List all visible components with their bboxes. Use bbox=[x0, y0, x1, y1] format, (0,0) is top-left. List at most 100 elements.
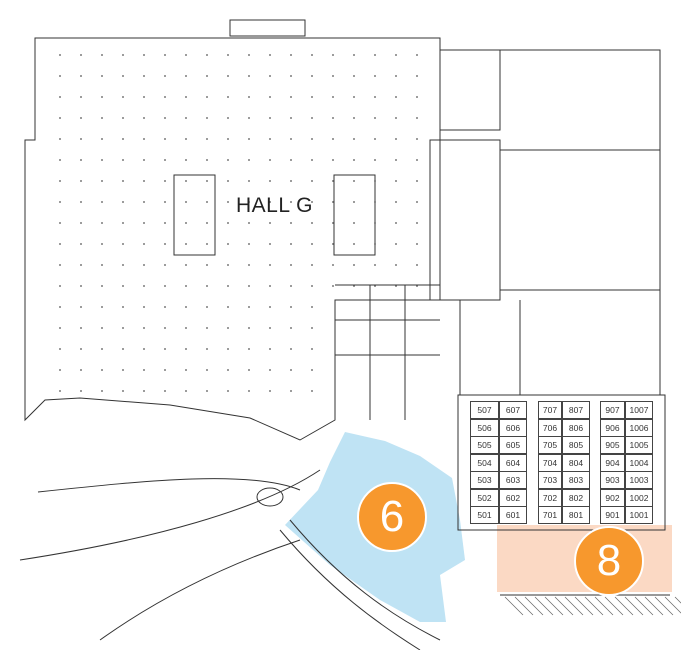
column-dot bbox=[206, 75, 208, 77]
room-1004[interactable]: 1004 bbox=[625, 453, 653, 472]
column-dot bbox=[290, 54, 292, 56]
column-dot bbox=[143, 75, 145, 77]
column-dot bbox=[416, 138, 418, 140]
room-501[interactable]: 501 bbox=[470, 506, 499, 524]
column-dot bbox=[353, 201, 355, 203]
column-dot bbox=[143, 54, 145, 56]
column-dot bbox=[164, 159, 166, 161]
column-dot bbox=[395, 180, 397, 182]
room-1006[interactable]: 1006 bbox=[625, 418, 653, 437]
room-906[interactable]: 906 bbox=[600, 418, 625, 437]
column-dot bbox=[122, 306, 124, 308]
column-dot bbox=[311, 327, 313, 329]
column-dot bbox=[248, 306, 250, 308]
room-507[interactable]: 507 bbox=[470, 401, 499, 419]
column-dot bbox=[59, 96, 61, 98]
column-dot bbox=[269, 369, 271, 371]
column-dot bbox=[269, 327, 271, 329]
room-1007[interactable]: 1007 bbox=[625, 401, 653, 419]
room-505[interactable]: 505 bbox=[470, 436, 499, 454]
column-dot bbox=[290, 180, 292, 182]
room-503[interactable]: 503 bbox=[470, 471, 499, 489]
room-703[interactable]: 703 bbox=[538, 471, 562, 489]
column-dot bbox=[227, 201, 229, 203]
room-601[interactable]: 601 bbox=[499, 506, 527, 524]
column-dot bbox=[122, 285, 124, 287]
column-dot bbox=[80, 159, 82, 161]
room-902[interactable]: 902 bbox=[600, 488, 625, 507]
column-dot bbox=[164, 243, 166, 245]
column-dot bbox=[101, 159, 103, 161]
column-dot bbox=[164, 348, 166, 350]
column-dot bbox=[206, 390, 208, 392]
column-dot bbox=[248, 138, 250, 140]
column-dot bbox=[248, 369, 250, 371]
room-806[interactable]: 806 bbox=[562, 418, 590, 437]
room-801[interactable]: 801 bbox=[562, 506, 590, 524]
room-604[interactable]: 604 bbox=[499, 453, 527, 472]
room-504[interactable]: 504 bbox=[470, 453, 499, 472]
column-dot bbox=[185, 180, 187, 182]
column-dot bbox=[185, 117, 187, 119]
column-dot bbox=[143, 180, 145, 182]
column-dot bbox=[101, 285, 103, 287]
room-1005[interactable]: 1005 bbox=[625, 436, 653, 454]
column-dot bbox=[59, 243, 61, 245]
room-602[interactable]: 602 bbox=[499, 488, 527, 507]
zone-6-badge[interactable]: 6 bbox=[357, 482, 427, 552]
room-701[interactable]: 701 bbox=[538, 506, 562, 524]
room-904[interactable]: 904 bbox=[600, 453, 625, 472]
hatch-line bbox=[674, 596, 681, 604]
column-dot bbox=[206, 327, 208, 329]
room-802[interactable]: 802 bbox=[562, 488, 590, 507]
column-dot bbox=[332, 285, 334, 287]
column-dot bbox=[206, 222, 208, 224]
column-dot bbox=[395, 75, 397, 77]
room-704[interactable]: 704 bbox=[538, 453, 562, 472]
room-1003[interactable]: 1003 bbox=[625, 471, 653, 489]
column-dot bbox=[206, 348, 208, 350]
column-dot bbox=[290, 327, 292, 329]
room-907[interactable]: 907 bbox=[600, 401, 625, 419]
room-606[interactable]: 606 bbox=[499, 418, 527, 437]
column-dot bbox=[122, 390, 124, 392]
room-707[interactable]: 707 bbox=[538, 401, 562, 419]
room-804[interactable]: 804 bbox=[562, 453, 590, 472]
room-1002[interactable]: 1002 bbox=[625, 488, 653, 507]
room-506[interactable]: 506 bbox=[470, 418, 499, 437]
room-702[interactable]: 702 bbox=[538, 488, 562, 507]
column-dot bbox=[80, 180, 82, 182]
column-dot bbox=[143, 201, 145, 203]
room-603[interactable]: 603 bbox=[499, 471, 527, 489]
room-605[interactable]: 605 bbox=[499, 436, 527, 454]
column-dot bbox=[248, 159, 250, 161]
room-706[interactable]: 706 bbox=[538, 418, 562, 437]
room-805[interactable]: 805 bbox=[562, 436, 590, 454]
room-803[interactable]: 803 bbox=[562, 471, 590, 489]
room-607[interactable]: 607 bbox=[499, 401, 527, 419]
column-dot bbox=[101, 180, 103, 182]
column-dot bbox=[101, 201, 103, 203]
column-dot bbox=[80, 348, 82, 350]
column-dot bbox=[353, 159, 355, 161]
room-807[interactable]: 807 bbox=[562, 401, 590, 419]
column-dot bbox=[269, 222, 271, 224]
column-dot bbox=[395, 264, 397, 266]
column-dot bbox=[101, 264, 103, 266]
room-905[interactable]: 905 bbox=[600, 436, 625, 454]
hall-g-outline bbox=[19, 19, 670, 650]
room-901[interactable]: 901 bbox=[600, 506, 625, 524]
column-dot bbox=[227, 264, 229, 266]
room-705[interactable]: 705 bbox=[538, 436, 562, 454]
column-dot bbox=[227, 369, 229, 371]
column-dot bbox=[332, 201, 334, 203]
hatch-line bbox=[604, 596, 624, 616]
column-dot bbox=[311, 54, 313, 56]
column-dot bbox=[185, 138, 187, 140]
room-903[interactable]: 903 bbox=[600, 471, 625, 489]
zone-8-badge[interactable]: 8 bbox=[574, 526, 644, 596]
room-502[interactable]: 502 bbox=[470, 488, 499, 507]
hatch-line bbox=[664, 596, 681, 614]
room-1001[interactable]: 1001 bbox=[625, 506, 653, 524]
column-dot bbox=[248, 117, 250, 119]
